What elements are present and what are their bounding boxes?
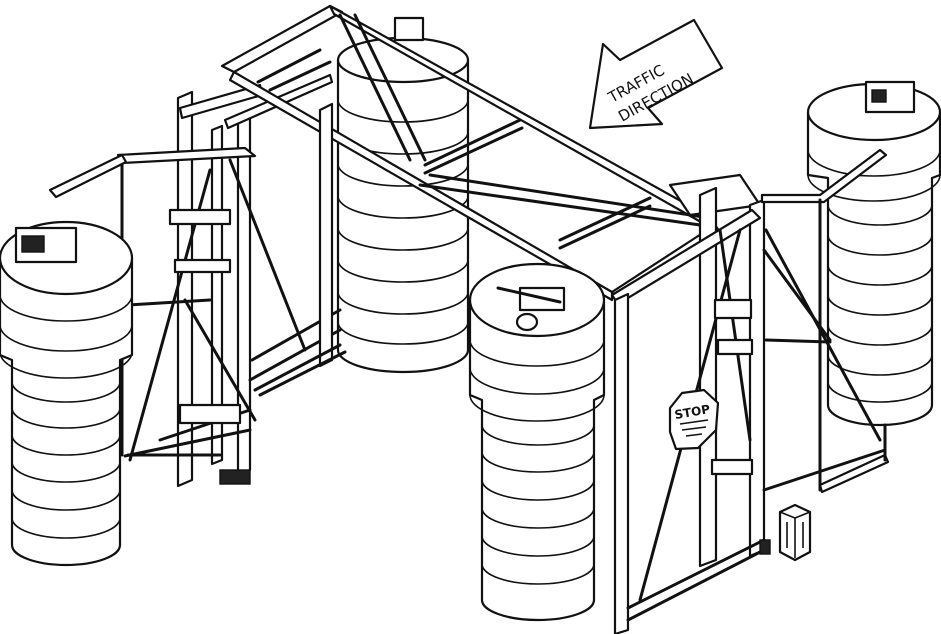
barrel-stack-back-center [336, 16, 470, 374]
frame-right-tower [610, 148, 890, 634]
motor-box-left [14, 226, 78, 264]
frame-back-center [253, 102, 347, 397]
barrel-stack-front-center [468, 262, 606, 622]
frame-left-tower [48, 73, 342, 488]
stop-sign-octagon [668, 388, 720, 451]
barrel-stack-left [0, 220, 134, 567]
arrow-sign [588, 18, 724, 130]
bollard [778, 503, 812, 562]
motor-box-back-center [393, 16, 425, 42]
traffic-direction-arrow: TRAFFIC DIRECTION [588, 18, 724, 130]
stop-sign-label: STOP [673, 402, 711, 422]
stop-sign: STOP [668, 388, 720, 451]
barrel-stack-right [806, 80, 941, 427]
